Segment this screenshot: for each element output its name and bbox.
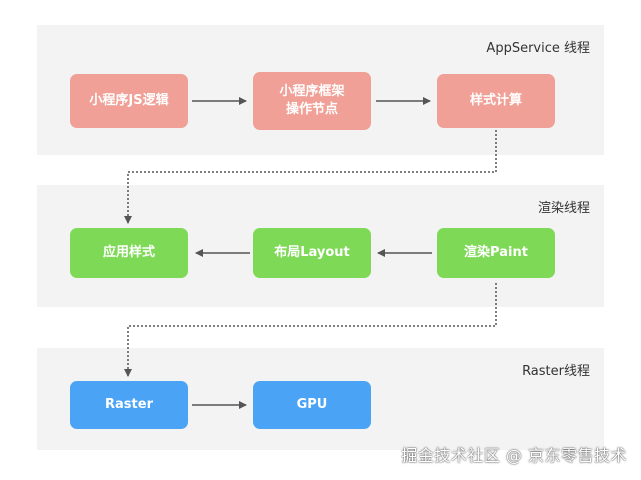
lane-title: 渲染线程	[537, 201, 590, 216]
arrow-paint-to-raster	[124, 283, 497, 377]
node-framework-ops: 小程序框架 操作节点	[253, 72, 371, 130]
node-raster: Raster	[70, 381, 188, 429]
node-layout: 布局Layout	[253, 228, 371, 278]
node-label-line: 操作节点	[285, 102, 338, 117]
lane-title: AppService 线程	[486, 41, 590, 56]
node-paint: 渲染Paint	[437, 228, 555, 278]
node-label-line: 小程序框架	[279, 84, 345, 99]
node-gpu: GPU	[253, 381, 371, 429]
watermark: 掘金技术社区 @ 京东零售技术	[401, 446, 627, 465]
node-style-calc: 样式计算	[437, 74, 555, 128]
arrow-style-calc-to-apply-style	[124, 130, 497, 224]
node-js-logic: 小程序JS逻辑	[70, 74, 188, 128]
node-apply-style: 应用样式	[70, 228, 188, 278]
lane-title: Raster线程	[522, 364, 590, 379]
